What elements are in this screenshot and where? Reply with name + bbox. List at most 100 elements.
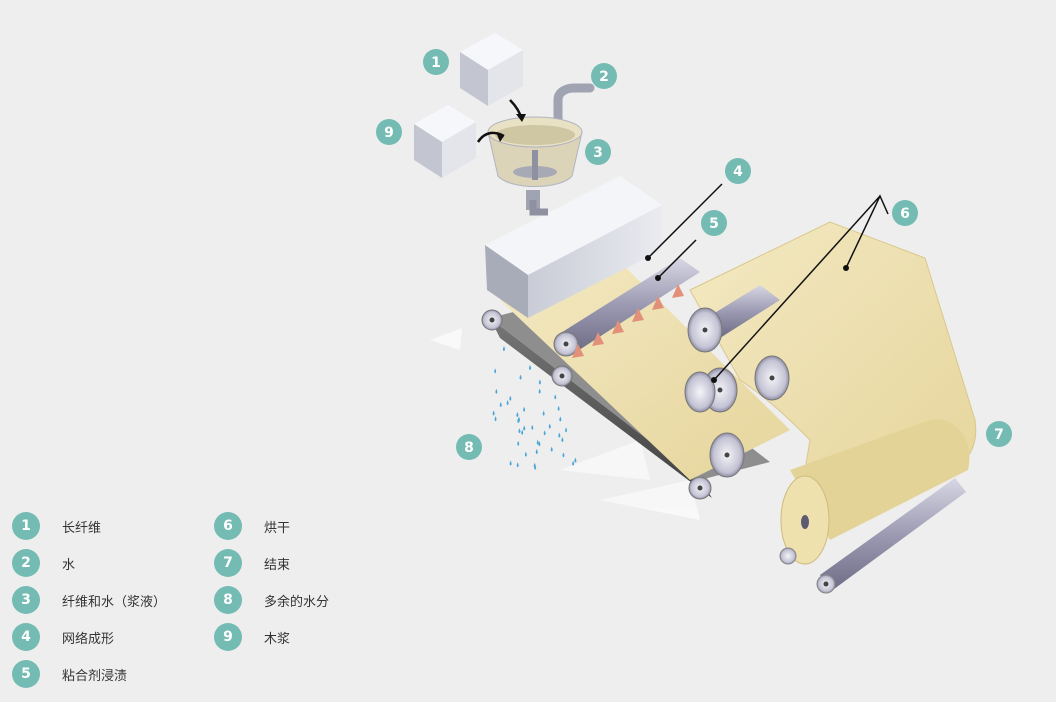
legend-number: 3	[12, 586, 40, 614]
callout-circle	[725, 158, 751, 184]
water-drop	[543, 430, 546, 436]
legend-item-3: 3 纤维和水（浆液）	[12, 586, 166, 614]
legend-item-5: 5 粘合剂浸渍	[12, 660, 127, 688]
legend-number: 2	[12, 549, 40, 577]
callout-number: 9	[384, 125, 394, 141]
water-drop	[535, 449, 538, 455]
callout-circle	[591, 63, 617, 89]
wood-pulp-cube	[414, 105, 476, 178]
callout-badge-4: 4	[725, 158, 751, 184]
legend-number: 6	[214, 512, 242, 540]
water-drop	[531, 424, 534, 430]
callout-circle	[423, 49, 449, 75]
legend-label: 水	[62, 557, 76, 573]
legend-label: 烘干	[264, 520, 291, 536]
water-drop	[565, 427, 568, 433]
callout-number: 3	[593, 145, 603, 161]
water-drop	[574, 457, 577, 463]
callout-badges: 1 2 3 4 5 6 7 8 9	[376, 49, 1012, 460]
callout-circle	[585, 139, 611, 165]
callout-badge-2: 2	[591, 63, 617, 89]
legend-label: 纤维和水（浆液）	[62, 594, 167, 610]
leader-dots	[645, 255, 849, 383]
callout-badge-9: 9	[376, 119, 402, 145]
water-drop	[533, 462, 536, 468]
callout-number: 1	[431, 55, 441, 71]
legend-item-9: 9 木浆	[214, 623, 290, 651]
callout-badge-7: 7	[986, 421, 1012, 447]
final-roller	[779, 478, 966, 594]
legend-label: 网络成形	[62, 631, 115, 647]
water-drop	[517, 418, 520, 424]
legend-label: 长纤维	[62, 520, 102, 536]
dryer-rollers	[684, 285, 790, 478]
legend-item-7: 7 结束	[214, 549, 290, 577]
water-drop	[516, 462, 519, 468]
water-drop	[550, 446, 553, 452]
water-drop	[554, 394, 557, 400]
legend-number: 9	[214, 623, 242, 651]
water-drop	[559, 416, 562, 422]
callout-number: 5	[709, 216, 719, 232]
long-fiber-cube	[460, 33, 523, 106]
water-drop	[521, 429, 524, 435]
excess-water-drops	[492, 346, 577, 470]
water-drop	[572, 460, 575, 466]
callout-circle	[892, 200, 918, 226]
legend-number: 7	[214, 549, 242, 577]
callout-badge-5: 5	[701, 210, 727, 236]
water-drop	[506, 400, 509, 406]
water-drop	[494, 416, 497, 422]
water-drop	[558, 432, 561, 438]
water-drop	[519, 374, 522, 380]
impregnation-roller	[553, 258, 700, 358]
callout-number: 6	[900, 206, 910, 222]
legend-number: 1	[12, 512, 40, 540]
water-drop	[538, 441, 541, 447]
callout-circle	[701, 210, 727, 236]
water-drop	[524, 451, 527, 457]
legend-number: 5	[12, 660, 40, 688]
air-shapes	[430, 328, 700, 520]
water-drop	[502, 346, 505, 352]
water-drop	[562, 452, 565, 458]
water-drop	[509, 395, 512, 401]
callout-number: 7	[994, 427, 1004, 443]
callout-number: 2	[599, 69, 609, 85]
water-drop	[548, 423, 551, 429]
legend-label: 木浆	[264, 631, 291, 647]
water-drop	[492, 410, 495, 416]
water-drop	[542, 410, 545, 416]
legend-item-6: 6 烘干	[214, 512, 290, 540]
water-drop	[523, 425, 526, 431]
callout-badge-3: 3	[585, 139, 611, 165]
legend-label: 粘合剂浸渍	[62, 668, 128, 684]
legend-label: 多余的水分	[264, 594, 330, 610]
water-drop	[538, 388, 541, 394]
water-drop	[561, 437, 564, 443]
legend-label: 结束	[264, 557, 291, 573]
legend-item-1: 1 长纤维	[12, 512, 101, 540]
water-drop	[509, 460, 512, 466]
callout-badge-8: 8	[456, 434, 482, 460]
callout-circle	[456, 434, 482, 460]
water-drop	[529, 364, 532, 370]
callout-circle	[986, 421, 1012, 447]
callout-badge-6: 6	[892, 200, 918, 226]
water-drop	[494, 368, 497, 374]
water-drop	[518, 428, 521, 434]
leader-lines	[647, 183, 889, 381]
head-box	[485, 176, 662, 318]
mixing-tank	[476, 99, 583, 216]
water-drop	[499, 402, 502, 408]
callout-number: 8	[464, 440, 474, 456]
callout-badge-1: 1	[423, 49, 449, 75]
water-drop	[523, 406, 526, 412]
callout-circle	[376, 119, 402, 145]
water-drop	[538, 379, 541, 385]
